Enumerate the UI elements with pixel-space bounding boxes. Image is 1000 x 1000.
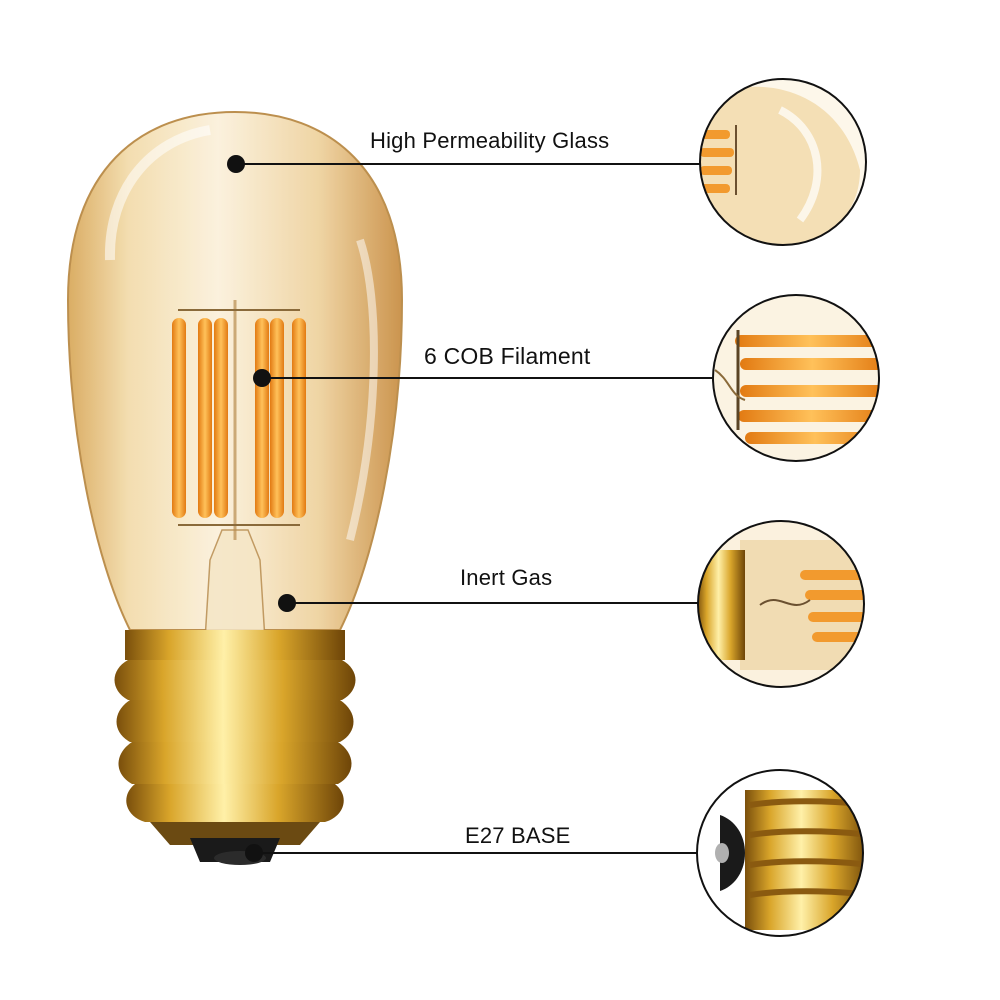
base-label: E27 BASE [465,823,571,848]
glass-callout-dot [227,155,245,173]
filaments [172,318,306,518]
filament-label: 6 COB Filament [424,343,591,369]
filament-closeup [712,294,880,462]
gas-label: Inert Gas [460,565,553,590]
e27-base [114,630,356,865]
callout-lines [236,163,713,854]
glass-closeup [699,78,867,246]
filament-callout-dot [253,369,271,387]
base-callout-dot [245,844,263,862]
gas-callout-dot [278,594,296,612]
gas-closeup [697,520,865,688]
glass-label: High Permeability Glass [370,128,610,153]
base-closeup [696,769,864,937]
